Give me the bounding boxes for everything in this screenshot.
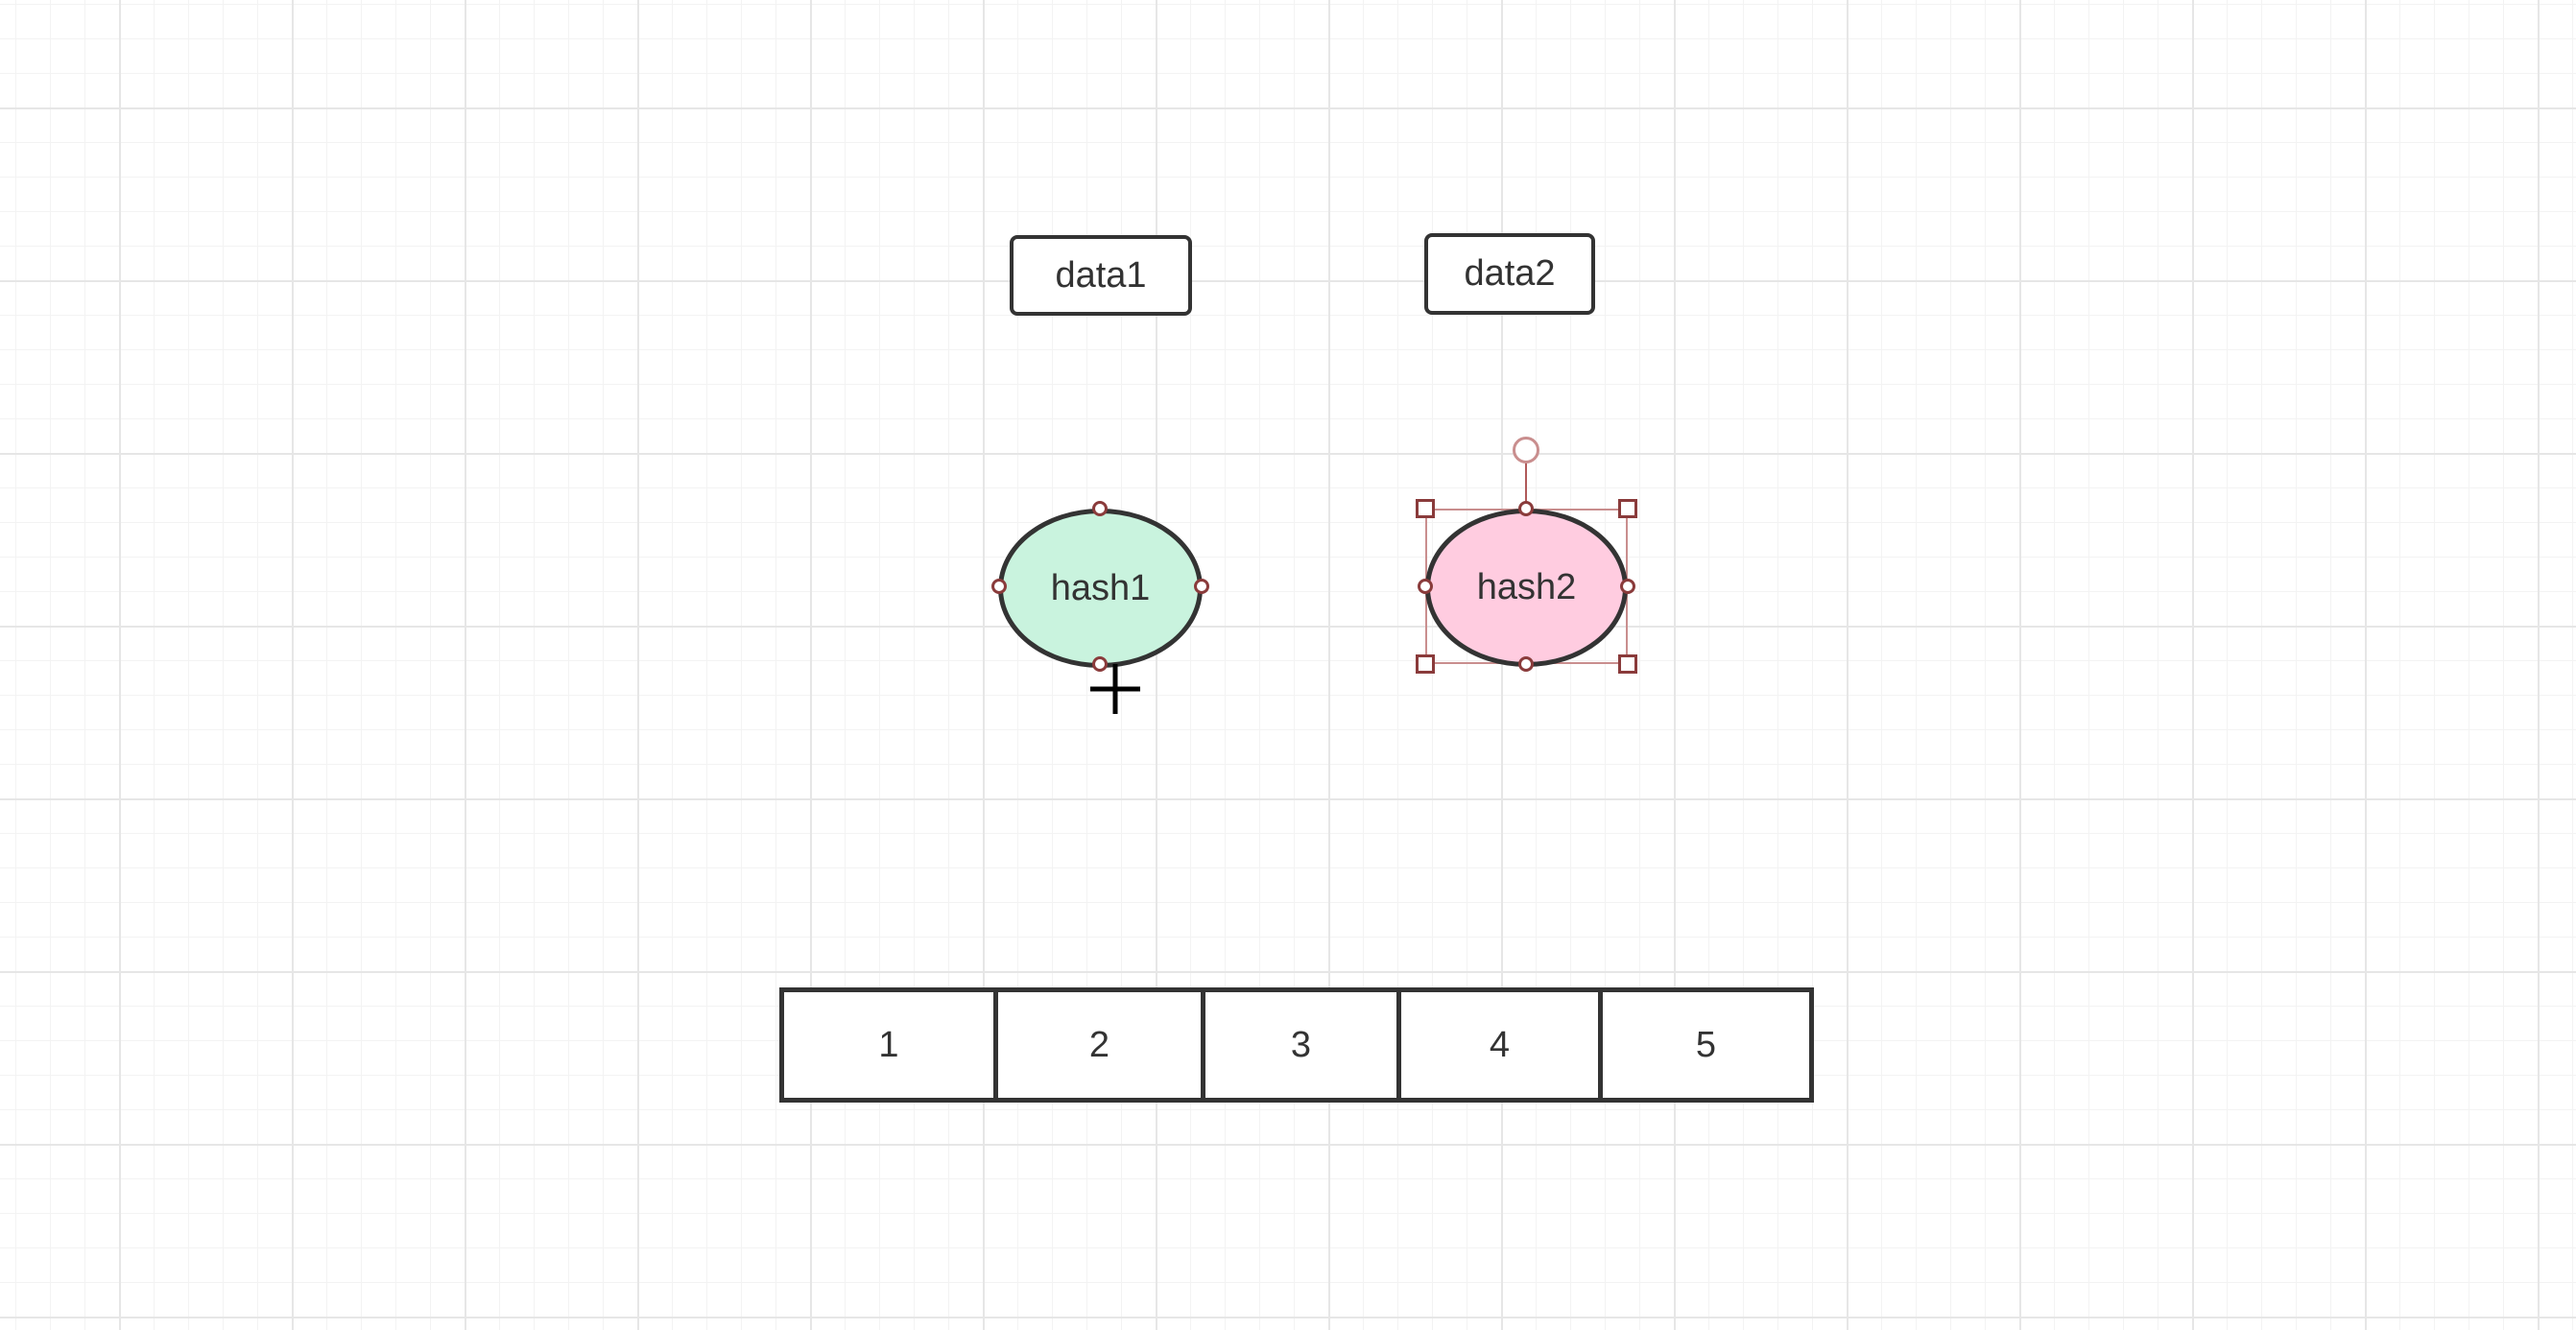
hash1-connection-point-left[interactable] (991, 579, 1007, 594)
data1-label: data1 (1055, 254, 1147, 296)
hash2-connection-point-top[interactable] (1518, 501, 1534, 516)
hash1-node[interactable]: hash1 (998, 509, 1203, 668)
data2-node[interactable]: data2 (1424, 233, 1595, 315)
hash2-resize-handle-bottom-left[interactable] (1416, 654, 1435, 674)
hash2-connection-point-bottom[interactable] (1518, 656, 1534, 672)
hash2-label: hash2 (1476, 567, 1577, 607)
hash1-label: hash1 (1050, 567, 1151, 608)
hash2-node[interactable]: hash2 (1425, 509, 1628, 667)
array-cell-5-label: 5 (1695, 1024, 1717, 1065)
data2-label: data2 (1464, 253, 1556, 294)
array-cell-3-label: 3 (1290, 1024, 1312, 1065)
hash2-connection-point-right[interactable] (1620, 579, 1635, 594)
array-cell-1[interactable]: 1 (784, 992, 998, 1098)
crosshair-move-icon (1090, 664, 1140, 714)
array-cell-3[interactable]: 3 (1205, 992, 1401, 1098)
array-table[interactable]: 1 2 3 4 5 (779, 987, 1814, 1103)
array-cell-5[interactable]: 5 (1603, 992, 1809, 1098)
hash1-connection-point-top[interactable] (1092, 501, 1108, 516)
data1-node[interactable]: data1 (1010, 235, 1192, 316)
hash2-resize-handle-bottom-right[interactable] (1618, 654, 1637, 674)
hash2-resize-handle-top-left[interactable] (1416, 499, 1435, 518)
array-cell-4-label: 4 (1489, 1024, 1511, 1065)
array-cell-2[interactable]: 2 (998, 992, 1205, 1098)
rotate-stem (1525, 463, 1527, 509)
array-cell-2-label: 2 (1088, 1024, 1110, 1065)
array-cell-1-label: 1 (878, 1024, 899, 1065)
hash2-connection-point-left[interactable] (1418, 579, 1433, 594)
hash2-resize-handle-top-right[interactable] (1618, 499, 1637, 518)
rotate-handle-icon[interactable] (1513, 437, 1539, 463)
hash1-connection-point-right[interactable] (1194, 579, 1209, 594)
array-cell-4[interactable]: 4 (1401, 992, 1603, 1098)
hash1-connection-point-bottom[interactable] (1092, 656, 1108, 672)
